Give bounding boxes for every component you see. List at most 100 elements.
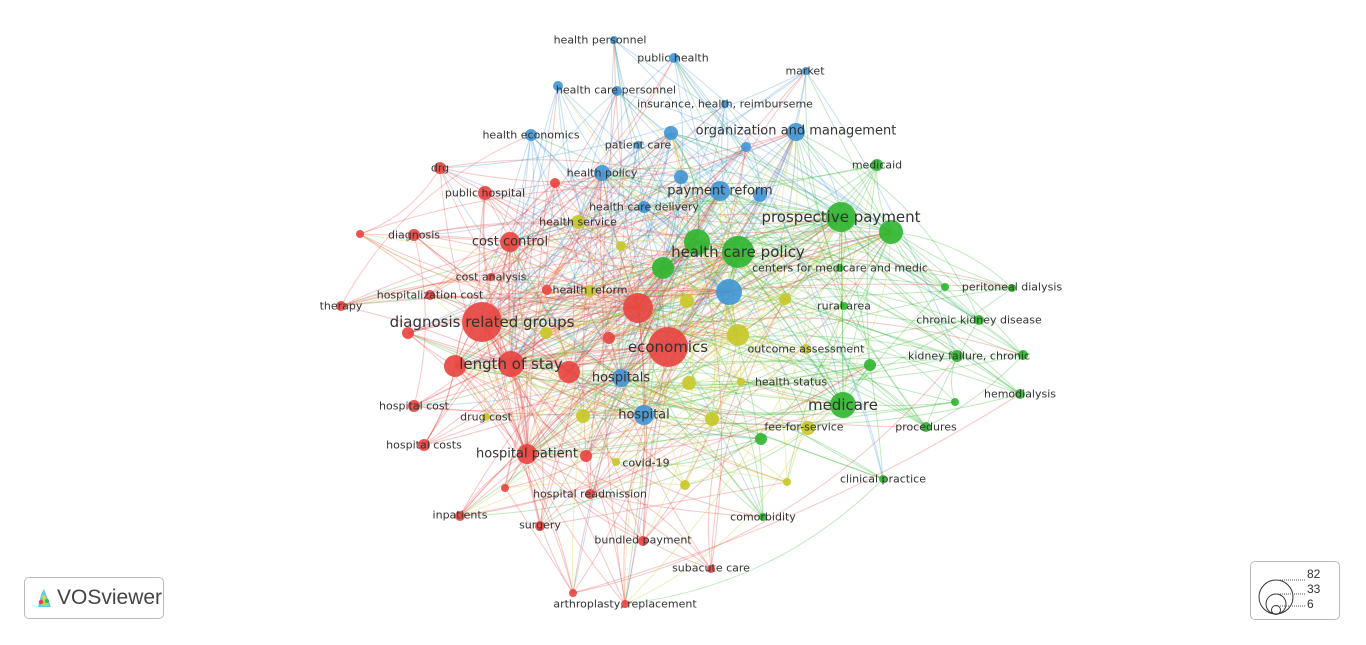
node-label[interactable]: therapy [320, 300, 363, 313]
network-node[interactable] [871, 159, 883, 171]
node-label[interactable]: public hospital [445, 187, 525, 200]
node-label[interactable]: hospitalization cost [377, 289, 484, 302]
node-label[interactable]: procedures [895, 421, 957, 434]
network-node[interactable] [974, 315, 984, 325]
network-node[interactable] [705, 412, 719, 426]
network-node[interactable] [498, 351, 524, 377]
network-node[interactable] [553, 81, 563, 91]
node-label[interactable]: surgery [519, 519, 561, 532]
network-node[interactable] [558, 361, 580, 383]
network-node[interactable] [721, 100, 729, 108]
network-node[interactable] [634, 141, 642, 149]
network-node[interactable] [741, 142, 751, 152]
network-node[interactable] [680, 294, 694, 308]
network-node[interactable] [716, 279, 742, 305]
node-label[interactable]: hospital patient [476, 447, 578, 462]
network-node[interactable] [585, 489, 595, 499]
node-label[interactable]: health personnel [554, 34, 647, 47]
network-node[interactable] [951, 398, 959, 406]
network-node[interactable] [594, 165, 610, 181]
network-node[interactable] [425, 290, 435, 300]
node-label[interactable]: hospital [618, 408, 670, 423]
network-node[interactable] [576, 409, 590, 423]
network-node[interactable] [623, 293, 653, 323]
node-label[interactable]: health economics [482, 129, 579, 142]
network-node[interactable] [612, 369, 630, 387]
network-node[interactable] [1018, 350, 1028, 360]
network-node[interactable] [727, 324, 749, 346]
node-label[interactable]: organization and management [696, 124, 897, 139]
node-label[interactable]: hemodialysis [984, 388, 1056, 401]
network-node[interactable] [356, 230, 364, 238]
node-label[interactable]: hospital cost [379, 400, 450, 413]
network-node[interactable] [753, 188, 767, 202]
network-node[interactable] [584, 285, 596, 297]
network-node[interactable] [455, 511, 465, 521]
network-node[interactable] [408, 229, 420, 241]
network-node[interactable] [674, 170, 688, 184]
network-node[interactable] [707, 565, 715, 573]
node-label[interactable]: arthroplasty, replacement [553, 598, 697, 611]
network-node[interactable] [664, 126, 678, 140]
node-label[interactable]: cost analysis [456, 271, 527, 284]
network-node[interactable] [571, 215, 585, 229]
network-node[interactable] [621, 600, 629, 608]
network-node[interactable] [612, 86, 622, 96]
network-node[interactable] [941, 283, 949, 291]
network-node[interactable] [1015, 389, 1025, 399]
network-node[interactable] [648, 327, 688, 367]
network-node[interactable] [879, 220, 903, 244]
network-node[interactable] [517, 444, 537, 464]
network-node[interactable] [879, 475, 887, 483]
node-label[interactable]: subacute care [672, 562, 750, 575]
network-node[interactable] [462, 302, 502, 342]
network-node[interactable] [402, 327, 414, 339]
network-node[interactable] [535, 521, 545, 531]
node-label[interactable]: insurance, health, reimburseme [637, 98, 813, 111]
network-node[interactable] [802, 67, 810, 75]
network-node[interactable] [540, 327, 552, 339]
node-label[interactable]: outcome assessment [748, 343, 866, 356]
network-node[interactable] [801, 421, 815, 435]
network-node[interactable] [864, 359, 876, 371]
network-node[interactable] [542, 285, 552, 295]
network-node[interactable] [610, 36, 618, 44]
network-node[interactable] [408, 400, 420, 412]
node-label[interactable]: hospital costs [386, 439, 462, 452]
node-label[interactable]: rural area [817, 300, 871, 313]
node-label[interactable]: health service [539, 216, 617, 229]
network-node[interactable] [1008, 284, 1016, 292]
node-label[interactable]: medicaid [852, 159, 902, 172]
node-label[interactable]: clinical practice [840, 473, 926, 486]
network-node[interactable] [680, 480, 690, 490]
network-node[interactable] [684, 229, 710, 255]
node-label[interactable]: health care policy [671, 243, 805, 261]
node-label[interactable]: length of stay [459, 355, 563, 373]
node-label[interactable]: health reform [552, 284, 627, 297]
network-node[interactable] [500, 232, 520, 252]
network-node[interactable] [612, 458, 620, 466]
network-node[interactable] [418, 439, 430, 451]
network-node[interactable] [669, 53, 679, 63]
node-label[interactable]: chronic kidney disease [916, 314, 1042, 327]
network-node[interactable] [710, 181, 730, 201]
node-label[interactable]: covid-19 [622, 457, 669, 470]
node-label[interactable]: economics [628, 338, 708, 356]
node-label[interactable]: drug cost [460, 411, 512, 424]
network-node[interactable] [682, 376, 696, 390]
node-label[interactable]: centers for medicare and medic [752, 262, 928, 275]
network-node[interactable] [603, 332, 615, 344]
network-node[interactable] [836, 264, 844, 272]
network-node[interactable] [638, 536, 648, 546]
node-label[interactable]: kidney failure, chronic [908, 350, 1030, 363]
node-label[interactable]: hospital readmission [533, 488, 647, 501]
network-node[interactable] [525, 129, 537, 141]
network-node[interactable] [580, 450, 592, 462]
node-label[interactable]: prospective payment [761, 208, 920, 226]
network-node[interactable] [787, 123, 805, 141]
node-label[interactable]: comorbidity [730, 511, 796, 524]
node-label[interactable]: cost control [472, 235, 548, 250]
node-label[interactable]: drg [431, 162, 449, 175]
node-label[interactable]: patient care [605, 139, 672, 152]
